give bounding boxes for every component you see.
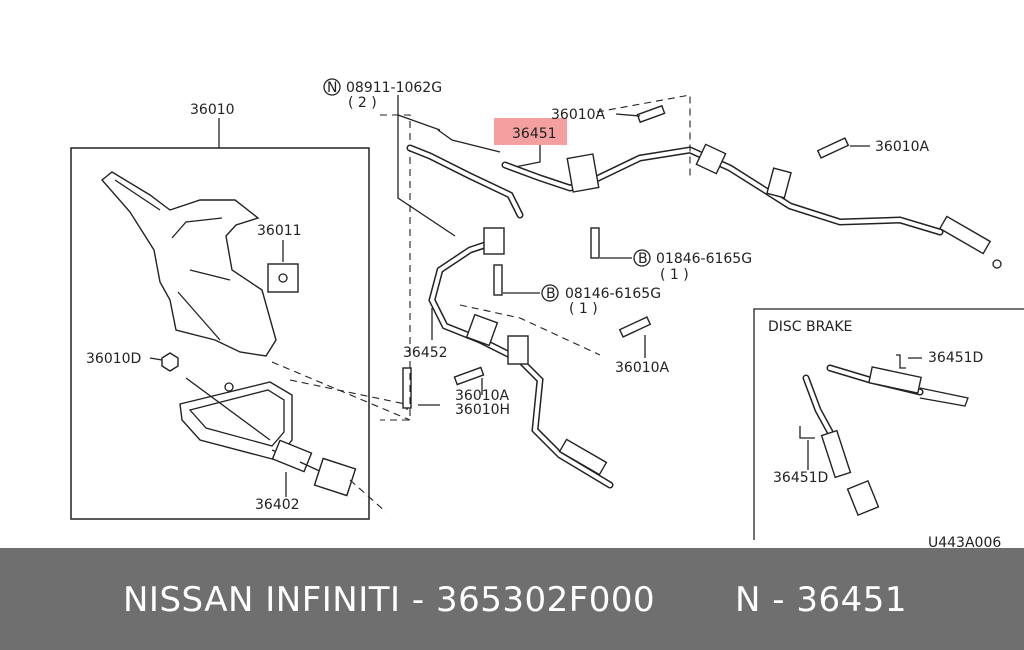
- label-b1-qty: ( 1 ): [660, 267, 689, 283]
- highlight-36451: [494, 118, 567, 145]
- label-36451: 36451: [512, 126, 557, 142]
- bolt-36010a-mid: [453, 366, 485, 386]
- label-b2-qty: ( 1 ): [569, 301, 598, 317]
- label-36010d: 36010D: [86, 351, 141, 367]
- disc-brake-title: DISC BRAKE: [768, 319, 852, 335]
- label-36010a-top: 36010A: [551, 107, 606, 123]
- label-36402: 36402: [255, 497, 300, 513]
- cable-end-left: [558, 438, 608, 476]
- label-36010a-mid: 36010A: [455, 388, 510, 404]
- bolt-b1: [590, 227, 600, 259]
- bolt-36010a-right: [816, 137, 850, 159]
- label-36010a-right: 36010A: [875, 139, 930, 155]
- reference-text: N - 36451: [735, 580, 907, 620]
- n-mark-icon: [323, 78, 341, 96]
- label-36010: 36010: [190, 102, 235, 118]
- brake-lever: [100, 171, 277, 357]
- bracket-36011: [267, 263, 299, 293]
- lever-base: [179, 381, 293, 461]
- label-36452: 36452: [403, 345, 448, 361]
- b-mark-2: B: [546, 286, 556, 302]
- bolt-36010a-top: [636, 104, 666, 124]
- cable-end-right: [938, 215, 992, 255]
- part-number-text: NISSAN INFINITI - 365302F000: [123, 580, 656, 620]
- b-mark-icon-1: [633, 249, 651, 267]
- label-b2-code: 08146-6165G: [565, 286, 661, 302]
- label-36451d-a: 36451D: [928, 350, 983, 366]
- label-b1-code: 01846-6165G: [656, 251, 752, 267]
- n-mark: N: [327, 80, 337, 96]
- equalizer: [313, 457, 357, 497]
- label-36451d-b: 36451D: [773, 470, 828, 486]
- parking-brake-diagram: N 36451 36010A 36010A B 01846-6165G ( 1 …: [70, 78, 1024, 548]
- front-cable-36402: [271, 439, 313, 473]
- lever-assembly-frame: [70, 147, 370, 520]
- label-36010h: 36010H: [455, 402, 510, 418]
- label-36011: 36011: [257, 223, 302, 239]
- figure-code: U443A006: [928, 535, 1001, 548]
- label-n-qty: ( 2 ): [348, 95, 377, 111]
- bolt-b2: [493, 264, 503, 296]
- nut-36010d: [161, 352, 179, 372]
- label-n-code: 08911-1062G: [346, 80, 442, 96]
- bolt-36010a-low: [618, 316, 652, 338]
- part-number-footer: NISSAN INFINITI - 365302F000 N - 36451: [0, 548, 1024, 650]
- label-36010a-low: 36010A: [615, 360, 670, 376]
- b-mark-1: B: [638, 251, 648, 267]
- disc-brake-frame: [753, 308, 1024, 540]
- b-mark-icon-2: [541, 284, 559, 302]
